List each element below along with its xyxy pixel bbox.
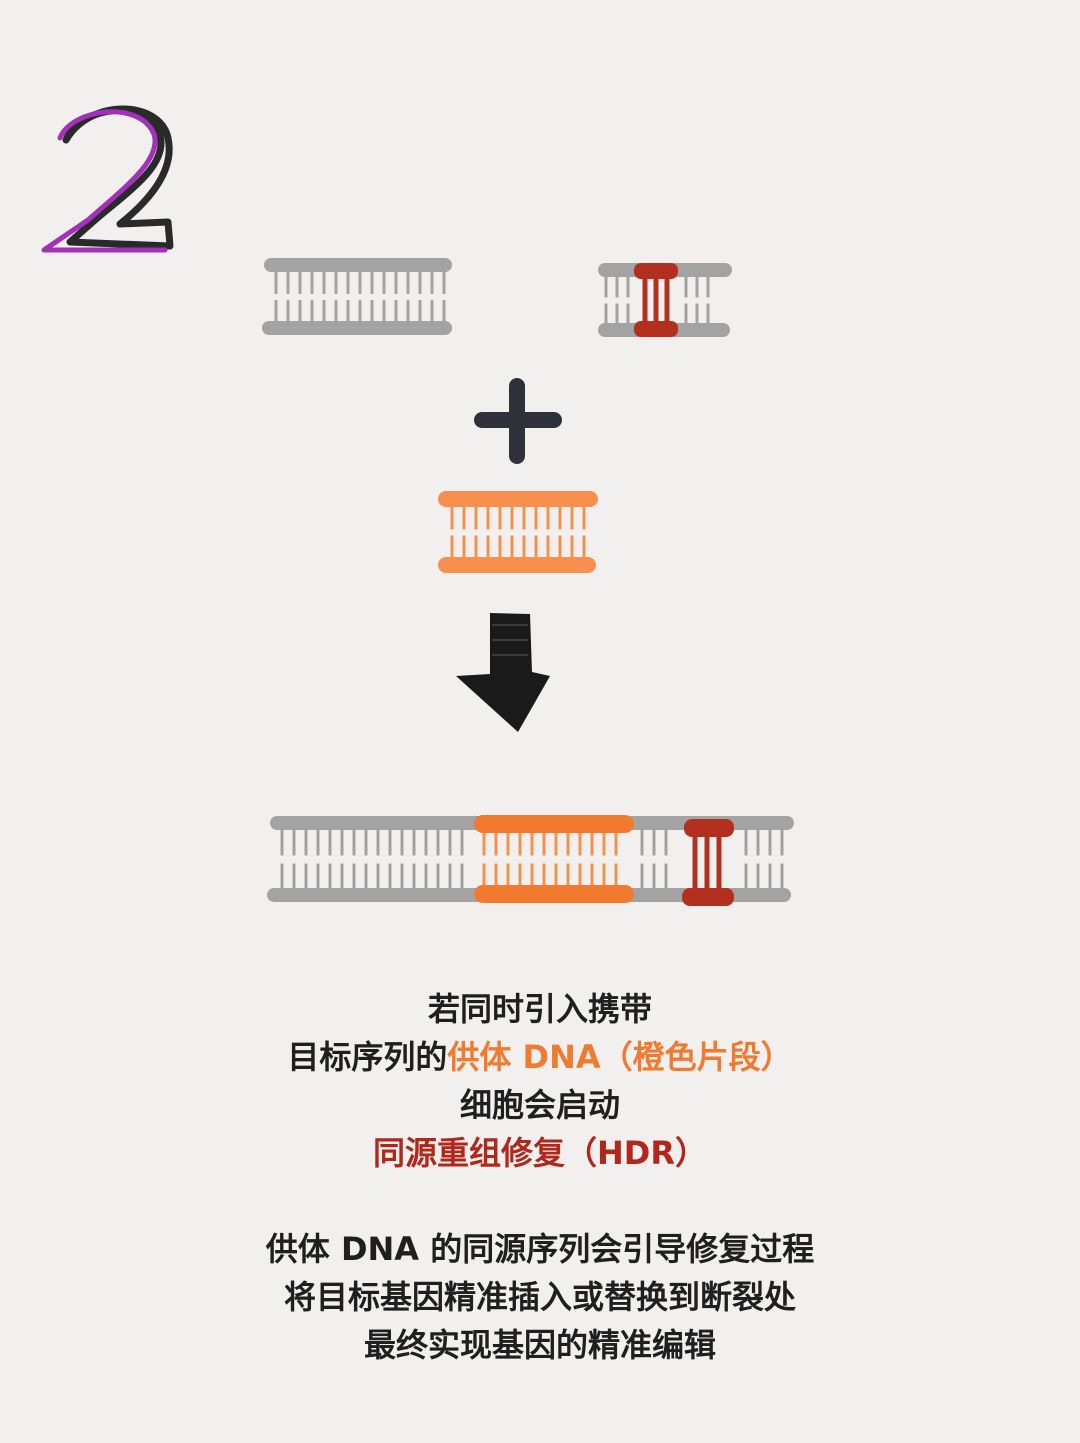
caption-line-5: 供体 DNA 的同源序列会引导修复过程 (265, 1230, 815, 1268)
red-marker-repaired (682, 819, 734, 906)
repaired-dna (267, 815, 794, 906)
plus-icon (474, 378, 562, 464)
caption-line-2-prefix: 目标序列的 (287, 1038, 448, 1076)
donor-dna (438, 491, 598, 573)
caption-line-7: 最终实现基因的精准编辑 (363, 1326, 716, 1364)
donor-dna-highlight: 供体 DNA（橙色片段） (447, 1038, 793, 1076)
caption-line-3: 细胞会启动 (459, 1086, 620, 1124)
hdr-highlight: 同源重组修复（HDR） (373, 1134, 707, 1172)
hdr-diagram (41, 105, 794, 906)
caption-line-2: 目标序列的供体 DNA（橙色片段） (0, 1033, 1080, 1081)
dna-fragment-right (598, 263, 732, 337)
down-arrow-icon (456, 613, 550, 732)
caption-block-2: 供体 DNA 的同源序列会引导修复过程 将目标基因精准插入或替换到断裂处 最终实… (0, 1225, 1080, 1369)
caption-line-1: 若同时引入携带 (427, 990, 652, 1028)
dna-fragment-left (262, 258, 452, 335)
caption-line-6: 将目标基因精准插入或替换到断裂处 (283, 1278, 796, 1316)
red-marker (634, 263, 678, 337)
step-number-2 (41, 105, 174, 253)
caption-block-1: 若同时引入携带 目标序列的供体 DNA（橙色片段） 细胞会启动 同源重组修复（H… (0, 985, 1080, 1177)
